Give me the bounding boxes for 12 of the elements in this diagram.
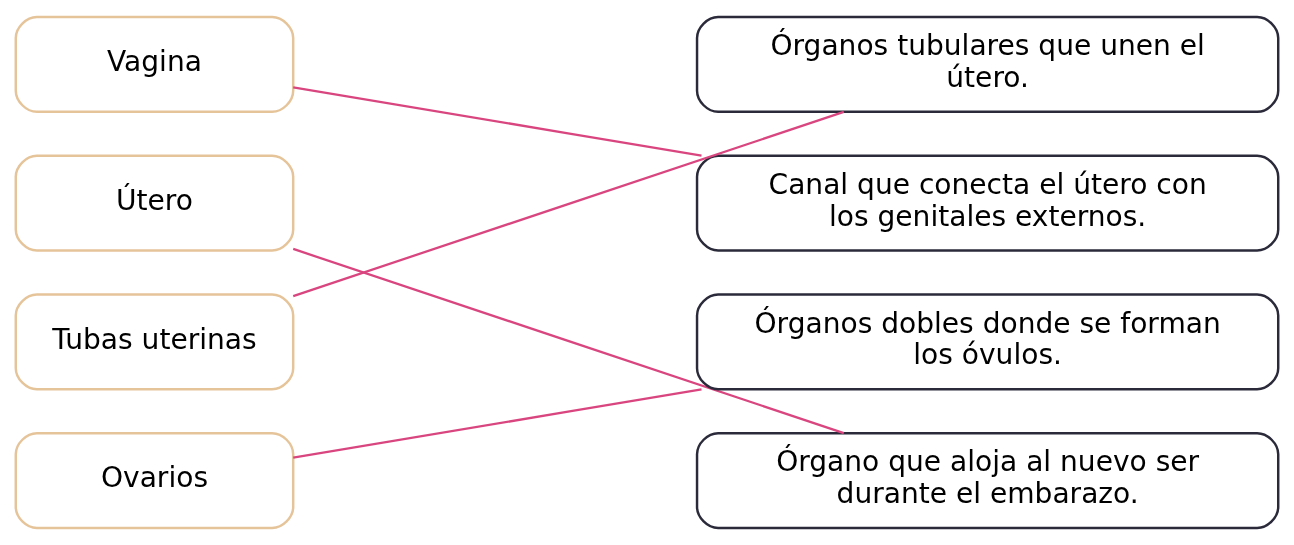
connector [293,388,702,459]
connector [292,247,845,435]
node-box: Órgano que aloja al nuevo ser durante el embarazo. [695,431,1280,530]
connector [292,110,845,298]
node-box: Órganos dobles donde se forman los óvulos. [695,293,1280,391]
node-box: Tubas uterinas [14,293,295,391]
node-box: Órganos tubulares que unen el útero. [695,15,1280,114]
node-box: Útero [14,154,295,252]
connector [293,86,702,157]
node-box: Ovarios [14,431,295,530]
node-box: Vagina [14,15,295,114]
node-box: Canal que conecta el útero con los genitales externos. [695,154,1280,252]
